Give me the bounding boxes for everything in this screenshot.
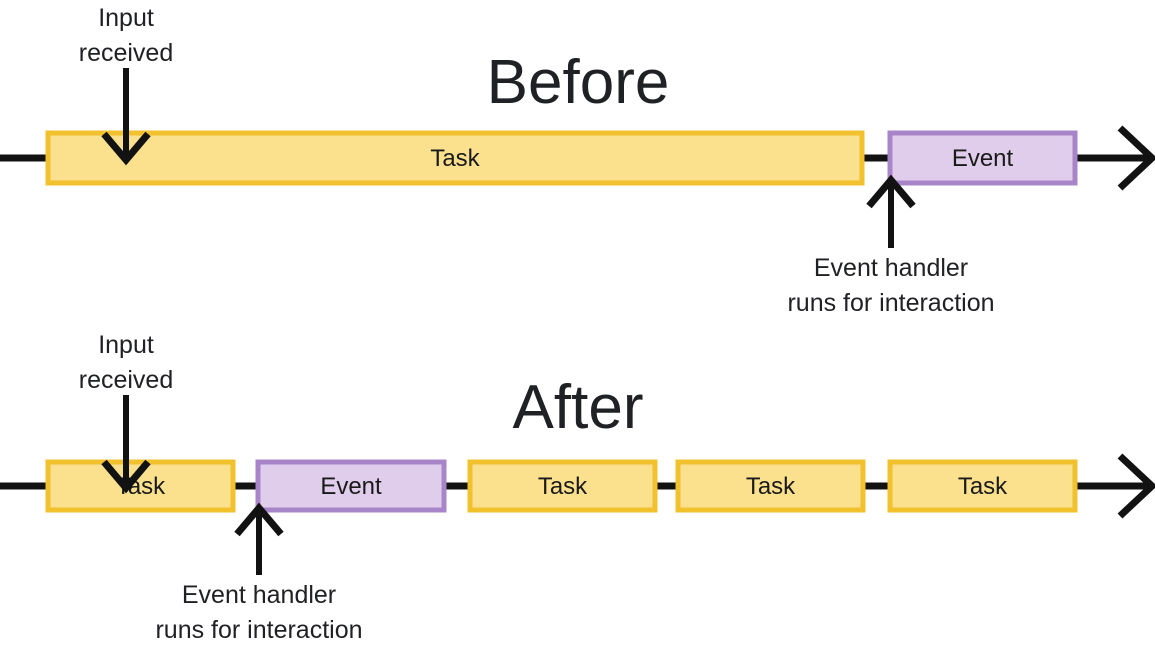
annotation-input-received-after: Input received	[79, 331, 174, 494]
annotation-input-received-before: Input received	[79, 4, 174, 166]
block-label: Event	[952, 145, 1014, 172]
event-box[interactable]	[887, 130, 1078, 186]
task-block[interactable]: Task	[467, 459, 658, 513]
annotation-label: Event handler runs for interaction	[155, 581, 362, 644]
event-block[interactable]: Event	[255, 459, 447, 513]
pointer-arrowhead-icon	[101, 131, 151, 166]
annotation-line: runs for interaction	[787, 289, 994, 317]
pointer-arrowhead-icon	[234, 502, 284, 537]
annotation-line: runs for interaction	[155, 616, 362, 644]
annotation-line: received	[79, 366, 174, 394]
block-label: Task	[746, 473, 796, 500]
annotation-label: Event handler runs for interaction	[787, 254, 994, 317]
annotation-line: received	[79, 39, 174, 67]
timeline-arrowhead-icon	[1117, 453, 1155, 519]
block-label: Task	[538, 473, 588, 500]
annotation-line: Event handler	[182, 581, 336, 609]
annotation-line: Input	[98, 331, 154, 359]
task-box[interactable]	[467, 459, 658, 513]
block-label: Event	[320, 473, 382, 500]
annotation-label: Input received	[79, 4, 174, 67]
pointer-arrowhead-icon	[101, 459, 151, 494]
section-title-before: Before	[487, 48, 670, 117]
block-label: Task	[958, 473, 1008, 500]
annotation-line: Event handler	[814, 254, 968, 282]
section-title-after: After	[513, 373, 644, 442]
event-box[interactable]	[255, 459, 447, 513]
task-box[interactable]	[675, 459, 866, 513]
pointer-arrowhead-icon	[866, 174, 916, 209]
event-block[interactable]: Event	[887, 130, 1078, 186]
annotation-label: Input received	[79, 331, 174, 394]
timeline-axis-after	[0, 453, 1155, 519]
task-block[interactable]: Task	[675, 459, 866, 513]
annotation-line: Input	[98, 4, 154, 32]
task-block[interactable]: Task	[45, 130, 865, 186]
timeline-arrowhead-icon	[1117, 125, 1155, 191]
block-label: Task	[430, 145, 480, 172]
task-block[interactable]: Task	[887, 459, 1078, 513]
timeline-axis-before	[0, 125, 1155, 191]
annotation-event-handler-before: Event handler runs for interaction	[787, 174, 995, 317]
annotation-event-handler-after: Event handler runs for interaction	[155, 502, 363, 644]
task-box[interactable]	[45, 130, 865, 186]
task-box[interactable]	[887, 459, 1078, 513]
